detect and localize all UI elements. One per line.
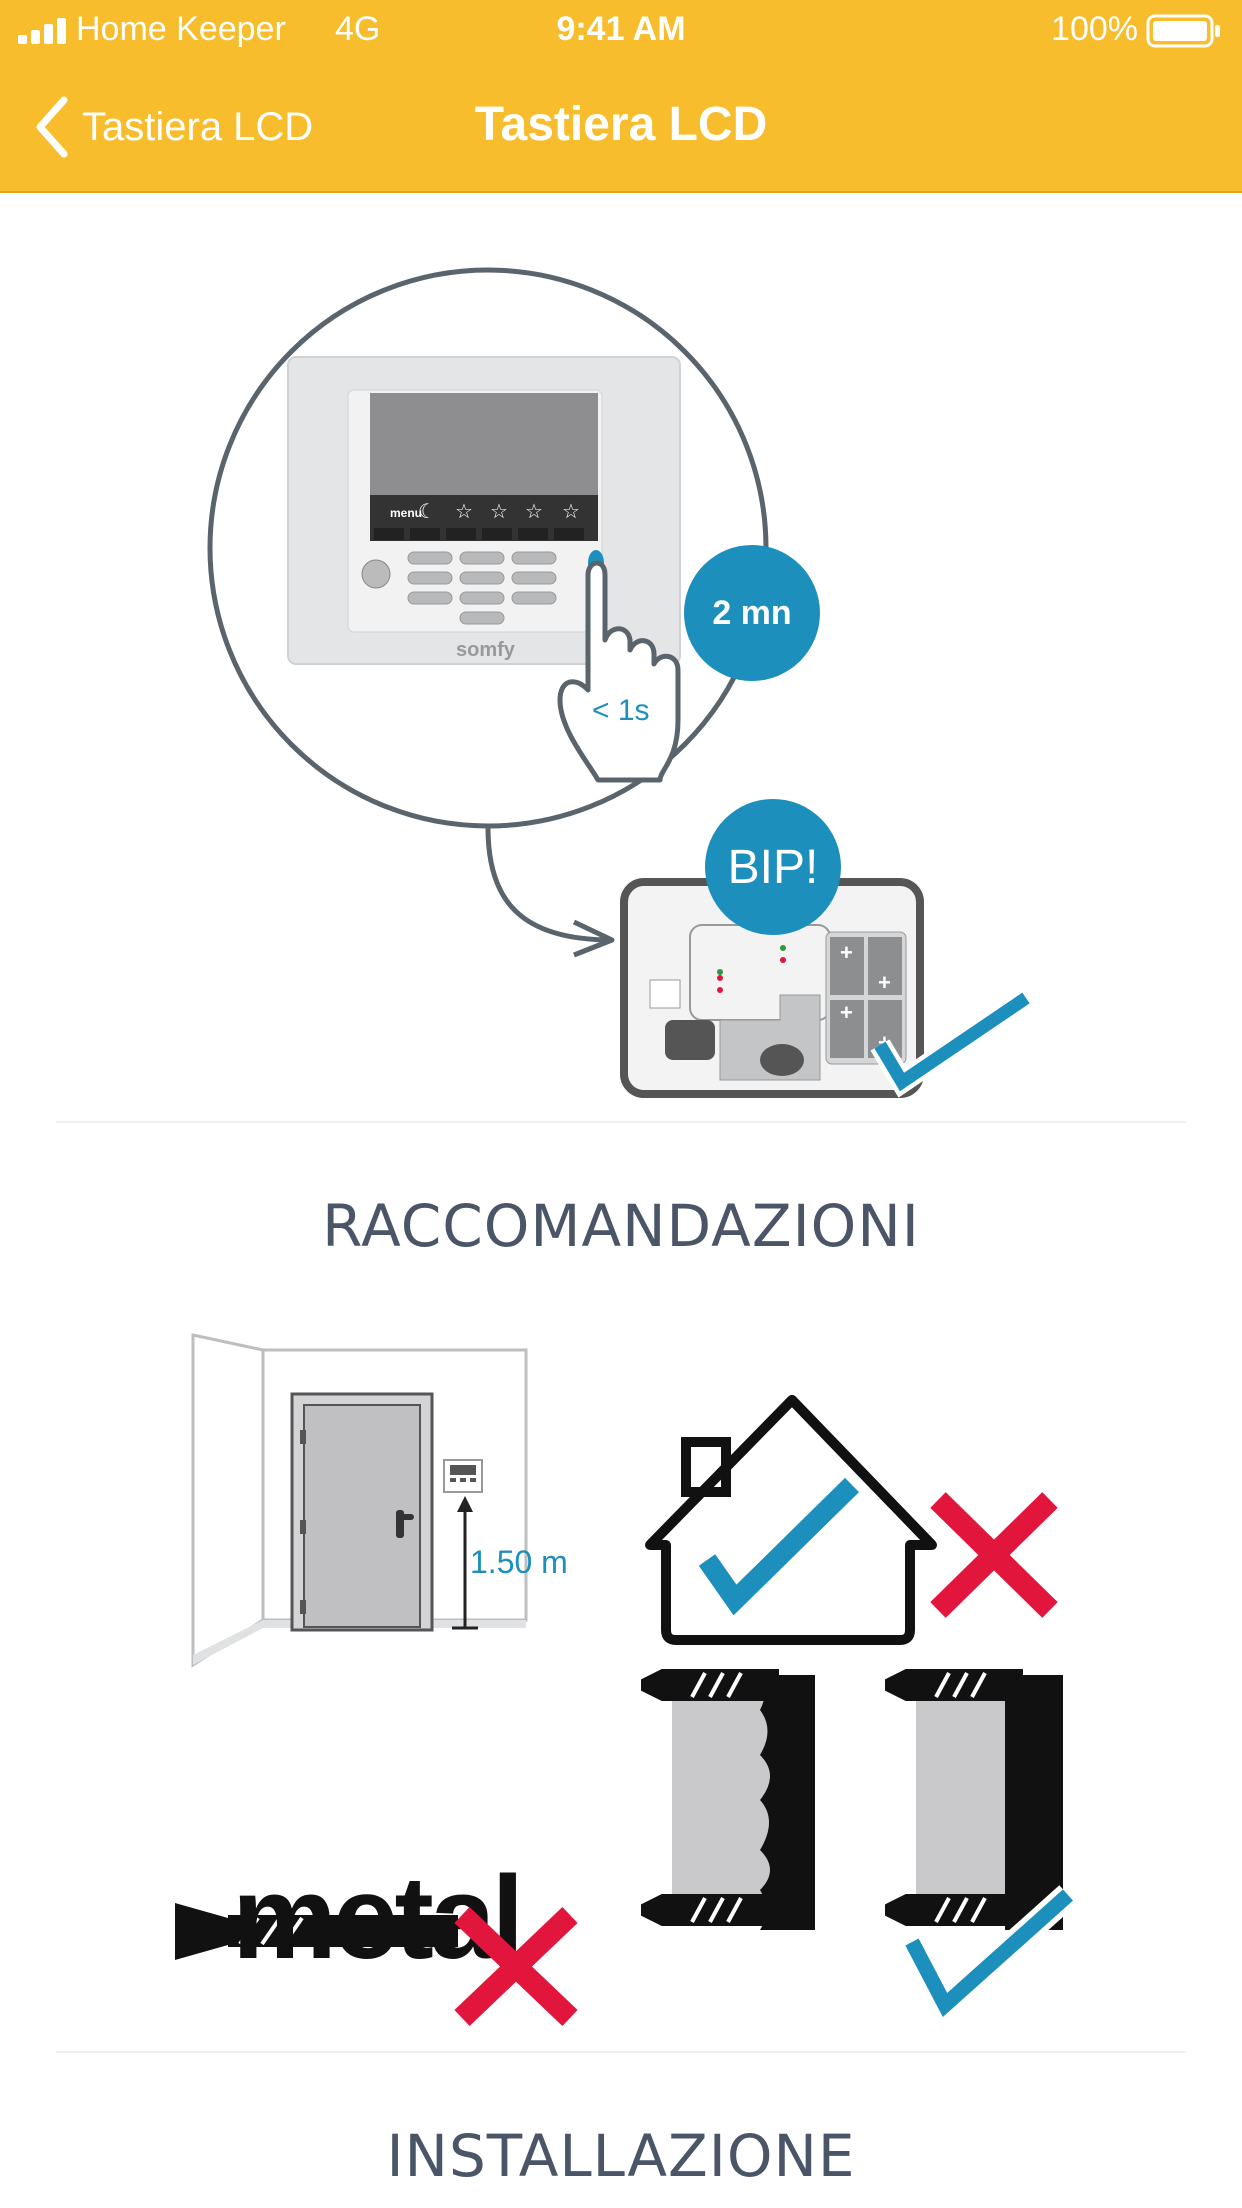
brand-logo: somfy xyxy=(456,639,516,661)
svg-text:☆: ☆ xyxy=(562,501,580,523)
mounting-height-label: 1.50 m xyxy=(470,1544,568,1580)
installation-title: INSTALLAZIONE xyxy=(386,2122,856,2190)
signal-icon xyxy=(18,18,66,44)
section-divider xyxy=(56,1121,1186,1123)
recommendations-illustration: 1.50 m metal xyxy=(175,1333,1077,2026)
svg-text:+: + xyxy=(878,970,891,995)
section-divider-2 xyxy=(56,2051,1186,2053)
timer-badge: 2 mn xyxy=(712,594,791,632)
svg-text:+: + xyxy=(840,1000,853,1025)
press-duration-label: < 1s xyxy=(592,694,650,727)
chevron-left-icon xyxy=(36,96,68,158)
status-bar: Home Keeper 4G 9:41 AM 100% xyxy=(0,0,1242,62)
network-type: 4G xyxy=(335,10,381,48)
recommendations-title: RACCOMANDAZIONI xyxy=(322,1192,920,1260)
svg-text:☆: ☆ xyxy=(490,501,508,523)
battery-percent: 100% xyxy=(1051,10,1138,48)
clock: 9:41 AM xyxy=(556,10,686,48)
svg-text:☾: ☾ xyxy=(418,501,436,523)
svg-text:☆: ☆ xyxy=(455,501,473,523)
page-title: Tastiera LCD xyxy=(474,98,768,151)
keypad-menu-label: menu xyxy=(390,506,422,520)
beep-badge: BIP! xyxy=(728,841,819,894)
keypad-pairing-illustration: menu ☾ ☆ ☆ ☆ ☆ somfy < 1s 2 mn ++++ xyxy=(207,267,1033,1098)
back-label: Tastiera LCD xyxy=(82,104,314,149)
nav-header: Home Keeper 4G 9:41 AM 100% Tastiera LCD… xyxy=(0,0,1242,193)
svg-text:☆: ☆ xyxy=(525,501,543,523)
back-button[interactable]: Tastiera LCD xyxy=(34,92,313,162)
carrier-name: Home Keeper xyxy=(76,10,286,48)
svg-text:+: + xyxy=(840,940,853,965)
battery-icon xyxy=(1146,14,1220,48)
